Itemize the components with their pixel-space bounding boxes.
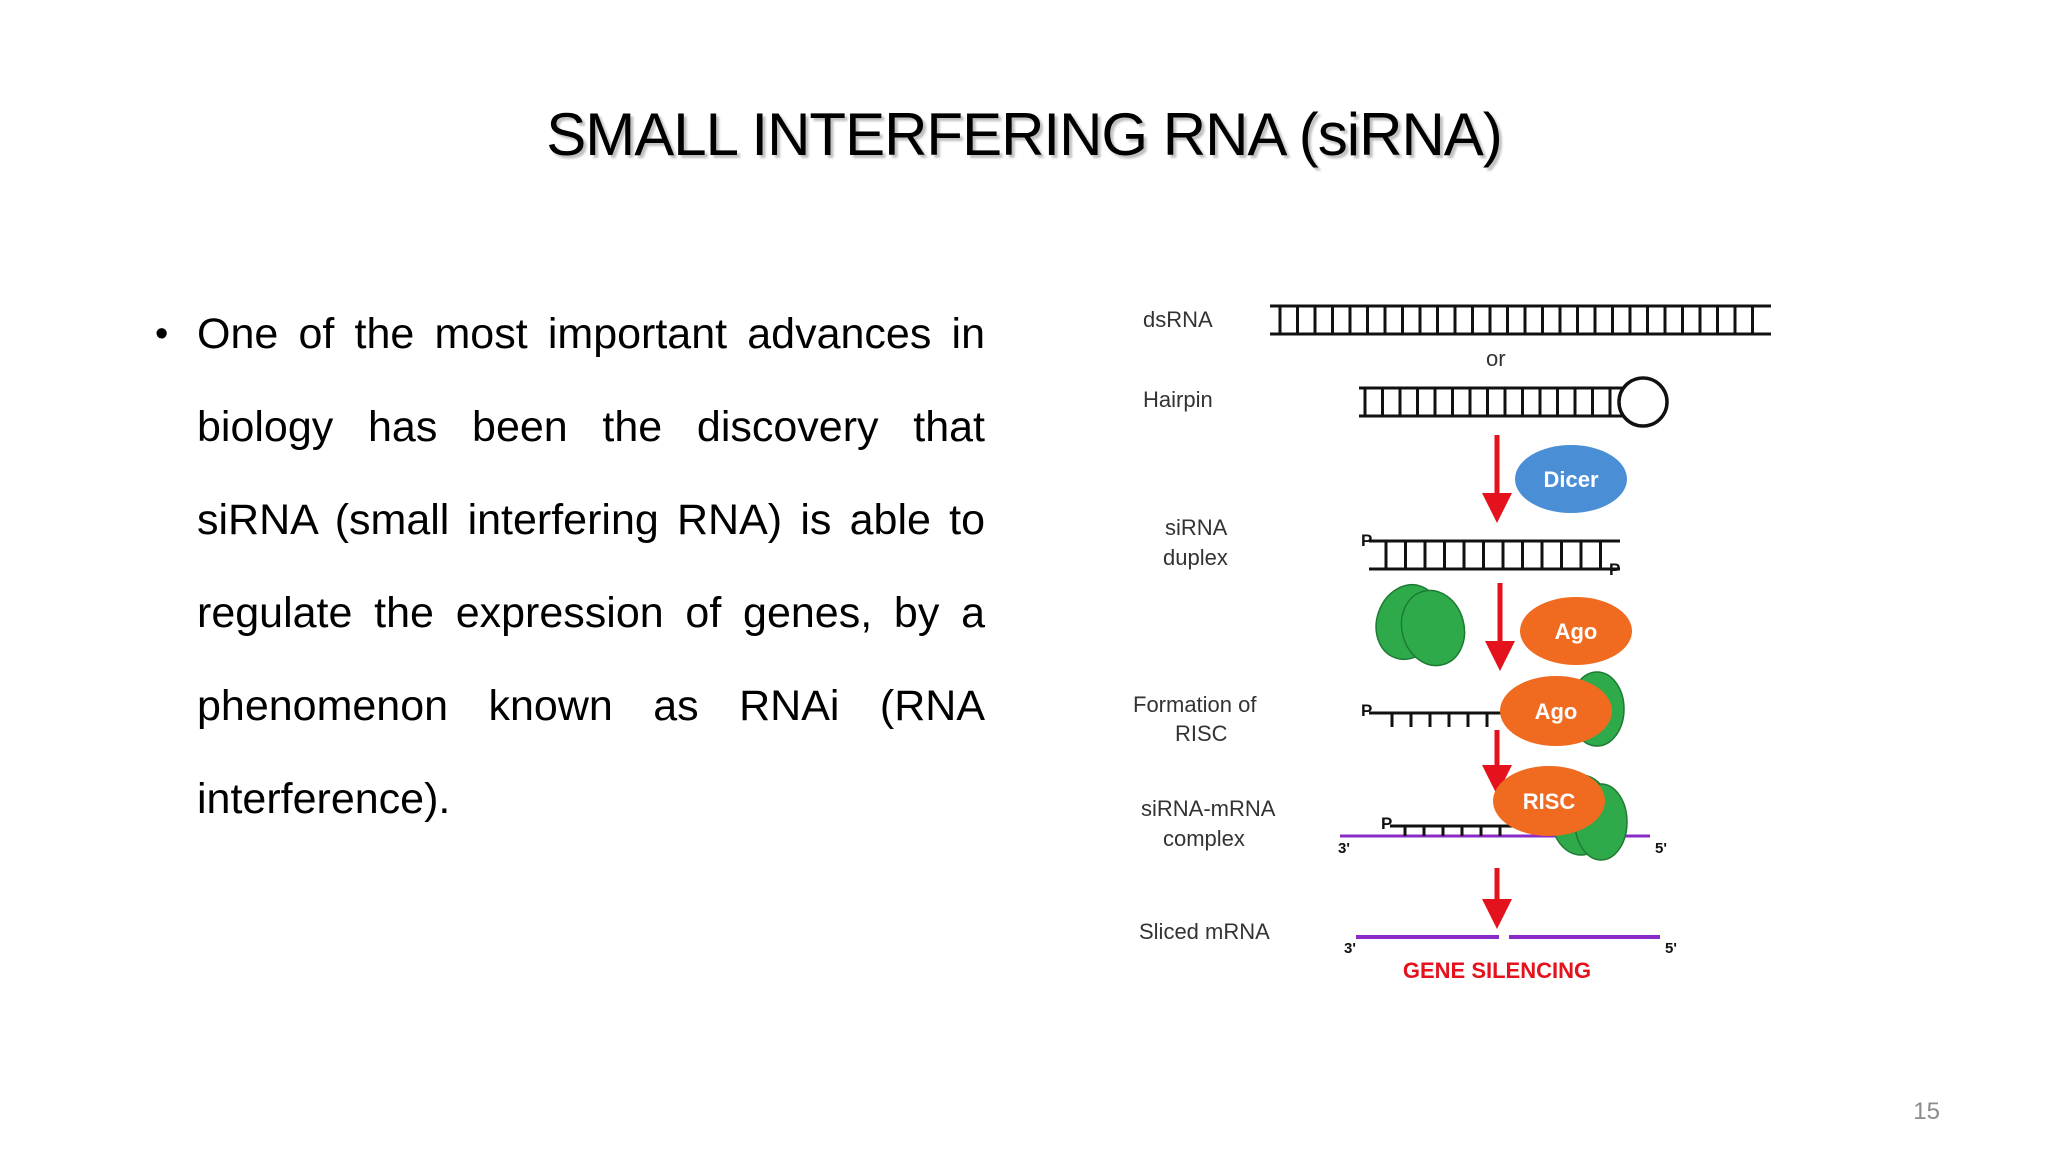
p-mark-risc: P bbox=[1361, 701, 1372, 720]
slide-title: SMALL INTERFERING RNA (siRNA) bbox=[546, 101, 1503, 168]
hairpin-structure bbox=[1359, 376, 1669, 428]
three-prime-sliced: 3' bbox=[1344, 940, 1356, 957]
label-formation-line1: Formation of bbox=[1133, 692, 1257, 717]
p-mark-duplex-top: P bbox=[1361, 531, 1372, 550]
p-mark-complex: P bbox=[1381, 814, 1392, 833]
label-sirna-duplex-line2: duplex bbox=[1163, 545, 1228, 570]
ago-blob bbox=[1520, 597, 1632, 665]
dsrna-ladder bbox=[1270, 304, 1771, 336]
label-dsrna: dsRNA bbox=[1143, 307, 1213, 332]
gene-silencing-label: GENE SILENCING bbox=[1403, 958, 1591, 983]
five-prime-sliced: 5' bbox=[1665, 940, 1677, 957]
bullet-text: One of the most important advances in bi… bbox=[197, 310, 985, 823]
risc-formation bbox=[1369, 671, 1625, 747]
label-complex-line1: siRNA-mRNA bbox=[1141, 796, 1276, 821]
ago-risc-label: Ago bbox=[1535, 699, 1578, 724]
label-hairpin: Hairpin bbox=[1143, 387, 1213, 412]
label-sirna-duplex-line1: siRNA bbox=[1165, 515, 1228, 540]
label-complex-line2: complex bbox=[1163, 826, 1245, 851]
bullet-list: • One of the most important advances in … bbox=[155, 288, 985, 846]
label-or: or bbox=[1486, 346, 1506, 371]
sirna-duplex bbox=[1369, 539, 1620, 571]
label-formation-line2: RISC bbox=[1175, 721, 1228, 746]
bullet-marker: • bbox=[155, 313, 169, 355]
risc-label: RISC bbox=[1523, 789, 1576, 814]
dicer-blob bbox=[1515, 445, 1627, 513]
p-mark-duplex-bottom: P bbox=[1609, 560, 1620, 579]
green-protein bbox=[1375, 584, 1466, 667]
dicer-label: Dicer bbox=[1543, 467, 1598, 492]
page-number: 15 bbox=[1913, 1098, 1940, 1125]
label-sliced-mrna: Sliced mRNA bbox=[1139, 919, 1270, 944]
sirna-mrna-complex bbox=[1340, 766, 1650, 861]
three-prime-complex: 3' bbox=[1338, 840, 1350, 857]
ago-label: Ago bbox=[1555, 619, 1598, 644]
five-prime-complex: 5' bbox=[1655, 840, 1667, 857]
